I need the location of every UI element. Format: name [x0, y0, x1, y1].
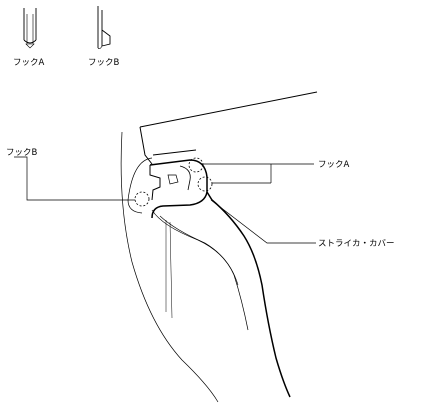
- hook-b-marker: [134, 191, 150, 207]
- hook-b-icon: [97, 6, 111, 49]
- striker-cover-callout-label: ストライカ・カバー: [318, 239, 395, 249]
- hook-a-marker-lower: [197, 176, 213, 192]
- hook-a-icon: [23, 8, 37, 49]
- hook-b-callout-label: フックB: [6, 148, 38, 158]
- hook-a-icon-label: フックA: [13, 58, 45, 68]
- hook-a-leader: [203, 163, 314, 184]
- hook-b-icon-label: フックB: [88, 58, 120, 68]
- hook-a-marker-upper: [188, 157, 204, 173]
- striker-cover-leader: [210, 199, 316, 244]
- hook-a-callout-label: フックA: [318, 160, 350, 170]
- door-panel-illustration: [120, 91, 318, 403]
- hook-b-leader: [14, 156, 135, 201]
